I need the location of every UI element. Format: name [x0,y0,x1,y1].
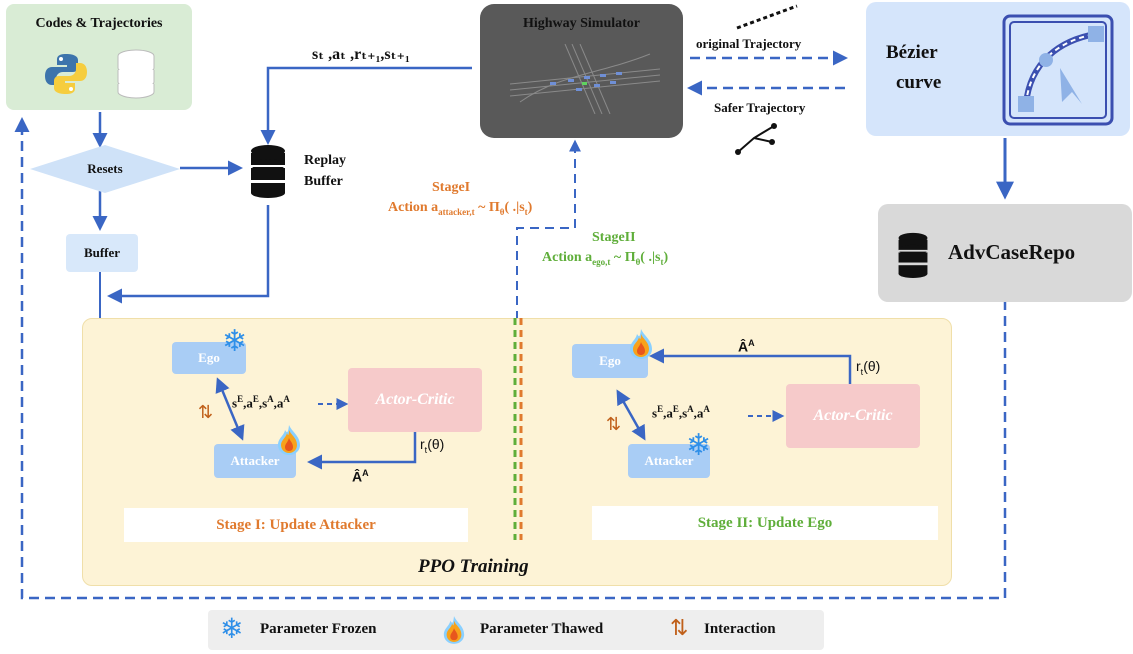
original-trajectory-label: original Trajectory [696,36,802,51]
replay-label-line1: Replay [304,153,346,168]
legend-frozen-label: Parameter Frozen [260,621,377,637]
legend-thawed-label: Parameter Thawed [480,621,604,637]
right-actor-critic-box: Actor-Critic [786,384,920,448]
bezier-label-line2: curve [896,72,942,93]
safer-trajectory-label: Safer Trajectory [714,100,806,115]
bezier-label-line1: Bézier [886,42,938,63]
right-ratio-label: rt(θ) [856,358,881,377]
left-actor-critic-box: Actor-Critic [348,368,482,432]
intersection-map-icon [510,44,660,114]
right-attacker-box: Attacker [628,444,710,478]
right-stage-label-box: Stage II: Update Ego [592,506,938,540]
legend-interaction-label: Interaction [704,621,776,637]
left-attacker-label: Attacker [230,453,280,468]
resets-label: Resets [87,161,123,176]
right-attacker-label: Attacker [644,453,694,468]
outer-loop-arrow [14,117,1007,600]
transition-tuple: sₜ ,aₜ ,rₜ₊₁,sₜ₊₁ [312,46,410,63]
stage1-action-formula: Action aattacker,t ~ Πθ( .|st) [388,200,533,217]
left-state-tuple: sE,aE,sA,aA [232,394,290,411]
action-up-arrow [516,139,581,320]
python-icon [45,54,87,94]
simulator-to-replay-arrow [260,66,472,145]
right-ego-label: Ego [599,353,621,368]
right-attacker-snowflake-icon: ❄ [686,428,712,463]
right-advantage-label: ÂA [738,338,755,355]
bezier-curve-icon [1002,14,1114,126]
stage2-action-formula: Action aego,t ~ Πθ( .|st) [542,250,669,267]
legend-interaction-icon: ⇅ [670,616,689,641]
left-actor-critic-label: Actor-Critic [375,391,455,408]
buffer-box: Buffer [66,234,138,272]
resets-diamond [30,145,180,193]
left-ego-label: Ego [198,350,220,365]
left-ratio-label: rt(θ) [420,436,445,455]
right-interaction-icon: ⇅ [606,414,622,435]
replay-database-icon [251,145,285,198]
replay-label-line2: Buffer [304,174,343,189]
dashed-line-icon [736,4,798,30]
stage2-action-title: StageII [592,230,636,245]
left-stage-label-box: Stage I: Update Attacker [124,508,468,542]
right-stage-label: Stage II: Update Ego [697,514,833,531]
legend-flame-icon [443,616,465,644]
stage-divider [513,318,523,540]
stage1-action-title: StageI [432,180,471,195]
codes-title: Codes & Trajectories [35,16,163,31]
left-ego-snowflake-icon: ❄ [222,324,248,359]
advcase-box: AdvCaseRepo [878,204,1132,302]
left-attacker-flame-icon [278,425,300,455]
right-state-tuple: sE,aE,sA,aA [652,404,710,421]
replay-to-training-arrow [107,205,270,304]
left-interaction-icon: ⇅ [198,402,214,423]
legend-box: ❄ Parameter Frozen Parameter Thawed ⇅ In… [208,610,824,650]
advcase-database-icon [898,232,928,278]
left-advantage-label: ÂA [352,468,369,485]
advcase-title: AdvCaseRepo [948,240,1076,264]
database-icon [117,49,155,99]
bezier-box: Bézier curve [866,2,1130,136]
simulator-title: Highway Simulator [522,16,641,31]
left-ego-box: Ego [172,342,246,374]
right-ego-flame-icon [630,329,652,359]
simulator-box: Highway Simulator [480,4,683,138]
ppo-title: PPO Training [418,556,529,577]
branching-path-icon [735,123,777,155]
left-stage-label: Stage I: Update Attacker [216,516,376,533]
buffer-label: Buffer [83,245,121,260]
legend-snowflake-icon: ❄ [220,612,244,645]
codes-box: Codes & Trajectories [6,4,192,110]
right-actor-critic-label: Actor-Critic [813,407,893,424]
